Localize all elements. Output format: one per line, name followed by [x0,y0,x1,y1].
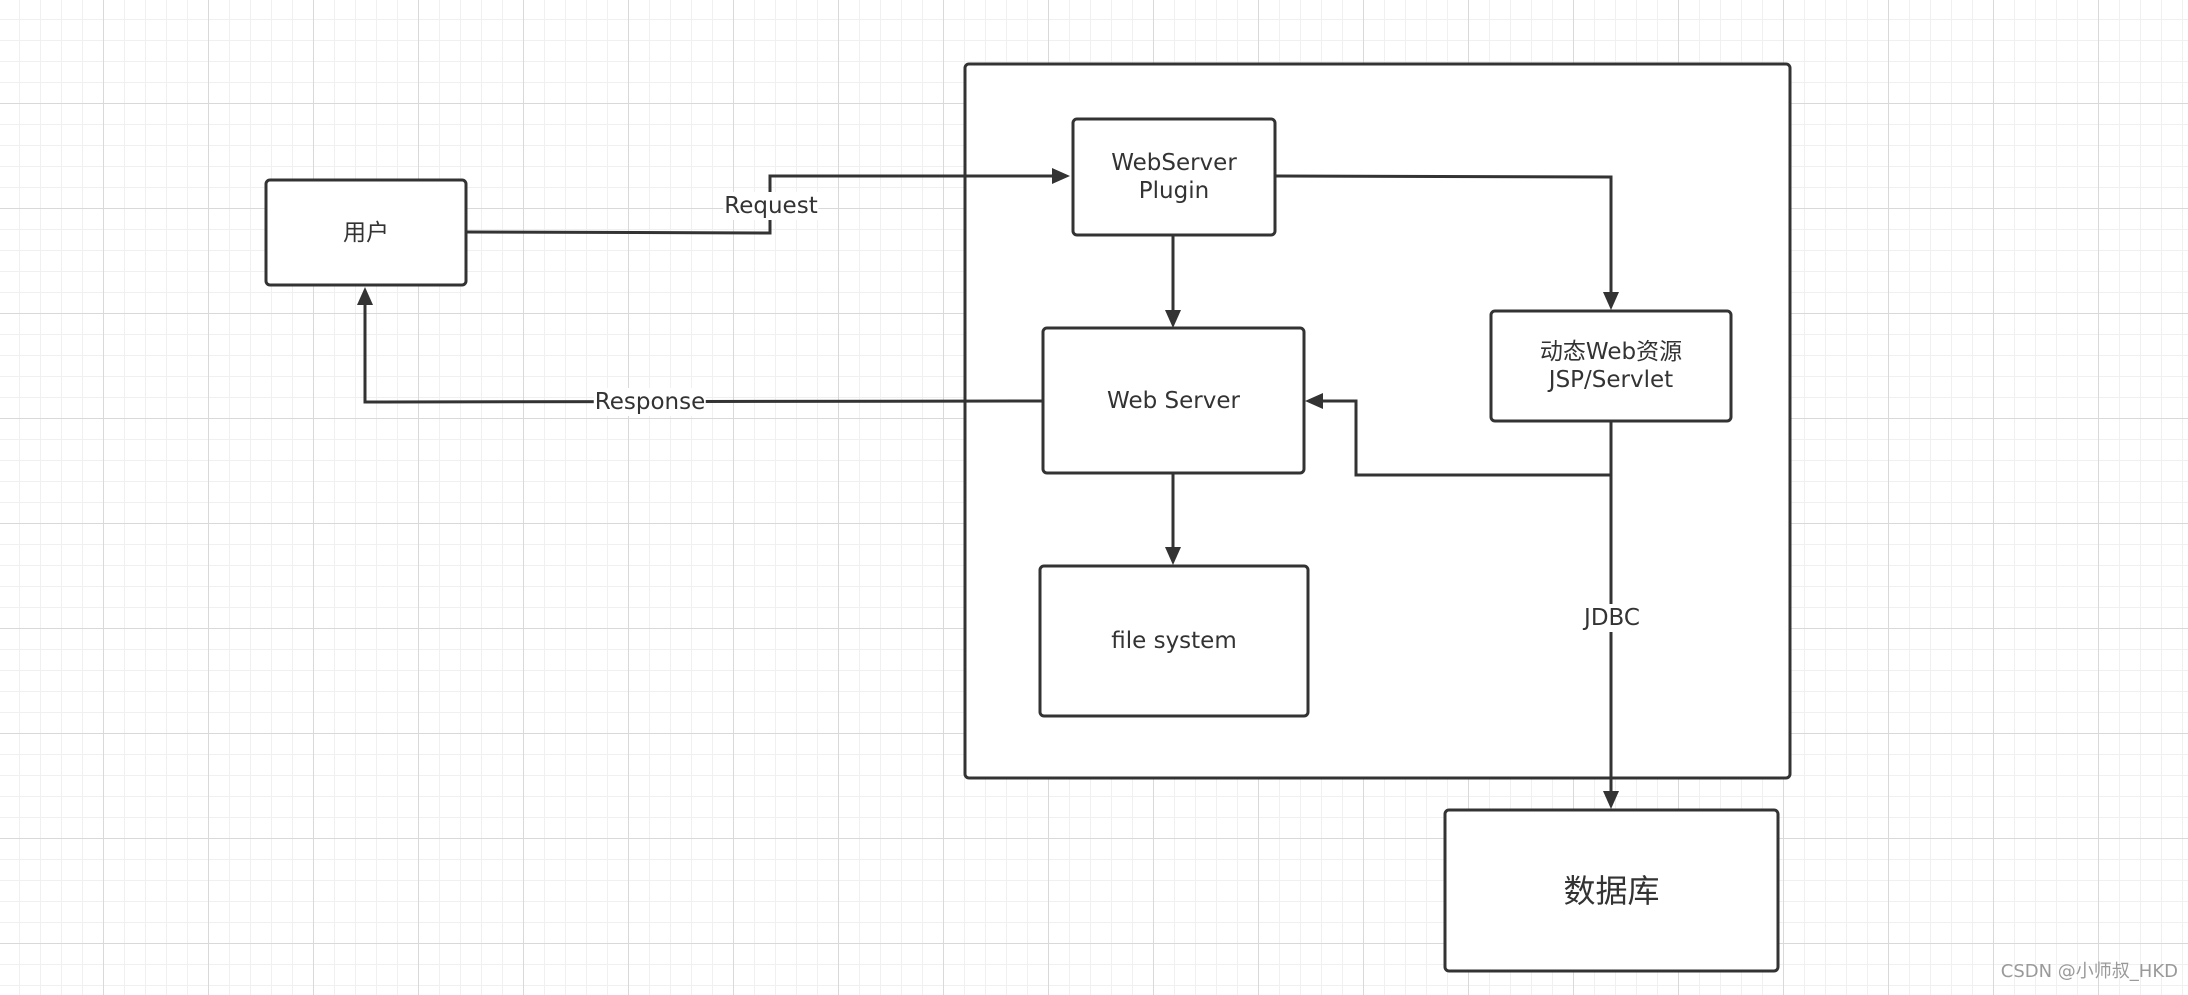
node-webserver-label: Web Server [1107,387,1240,414]
arrow-webserver-to-filesystem [1165,547,1181,565]
arrow-jdbc [1603,791,1619,809]
node-dynamic-label: 动态Web资源 JSP/Servlet [1539,339,1683,393]
node-filesystem-box [1038,564,1310,718]
edge-response [363,304,1044,404]
node-database-label: 数据库 [1563,871,1660,910]
node-webserver-box [1041,326,1306,475]
arrow-plugin-to-webserver [1165,310,1181,328]
edge-response-label: Response [593,388,707,416]
node-filesystem-label: file system [1111,628,1237,654]
edge-jdbc-label: JDBC [1583,604,1641,632]
edge-dynamic-to-webserver [1322,399,1613,477]
watermark-text: CSDN @小师叔_HKD [2000,961,2178,982]
node-dynamic-box [1489,309,1733,423]
arrow-dynamic-to-webserver [1305,393,1323,409]
arrow-request [1052,168,1070,184]
edge-request-label: Request [723,192,819,220]
node-plugin-label: WebServer Plugin [1111,150,1237,204]
arrow-response [357,287,373,305]
arrow-plugin-to-dynamic [1603,292,1619,310]
node-user-box [264,178,468,287]
node-user-label: 用户 [343,219,389,246]
node-plugin-box [1071,117,1277,237]
edge-plugin-to-dynamic [1275,174,1613,294]
node-database-box [1443,808,1780,973]
